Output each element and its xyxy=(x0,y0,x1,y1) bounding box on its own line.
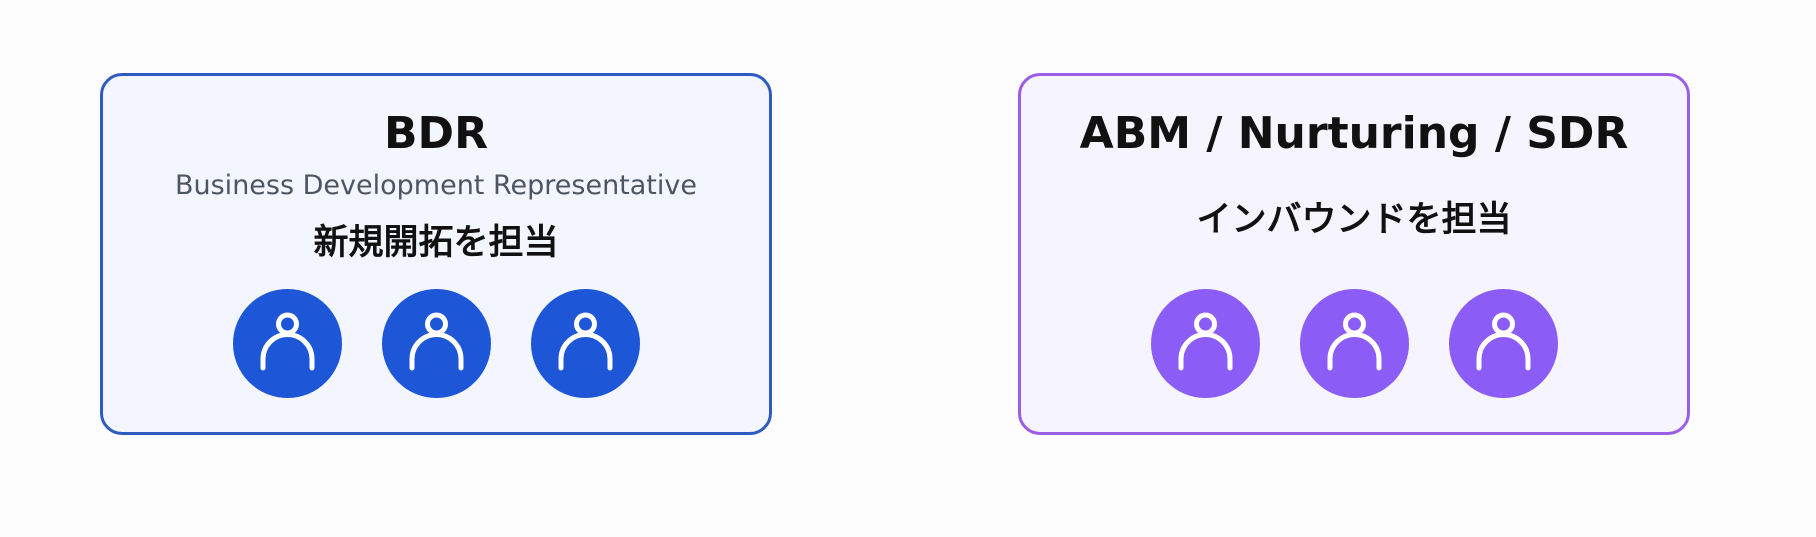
bdr-role: 新規開拓を担当 xyxy=(313,223,559,263)
abm-card: ABM / Nurturing / SDR インバウンドを担当 xyxy=(1018,73,1690,435)
person-icon xyxy=(530,289,640,398)
person-icon xyxy=(1150,289,1260,398)
person-icon xyxy=(381,289,491,398)
bdr-subtitle: Business Development Representative xyxy=(174,170,697,201)
abm-avatar-group xyxy=(1021,289,1687,399)
bdr-avatar-group xyxy=(103,289,769,399)
person-icon xyxy=(232,289,342,398)
person-icon xyxy=(1448,289,1558,398)
abm-title: ABM / Nurturing / SDR xyxy=(1079,108,1629,159)
bdr-title: BDR xyxy=(384,108,488,159)
abm-role: インバウンドを担当 xyxy=(1196,200,1512,240)
bdr-card: BDR Business Development Representative … xyxy=(100,73,772,435)
person-icon xyxy=(1299,289,1409,398)
